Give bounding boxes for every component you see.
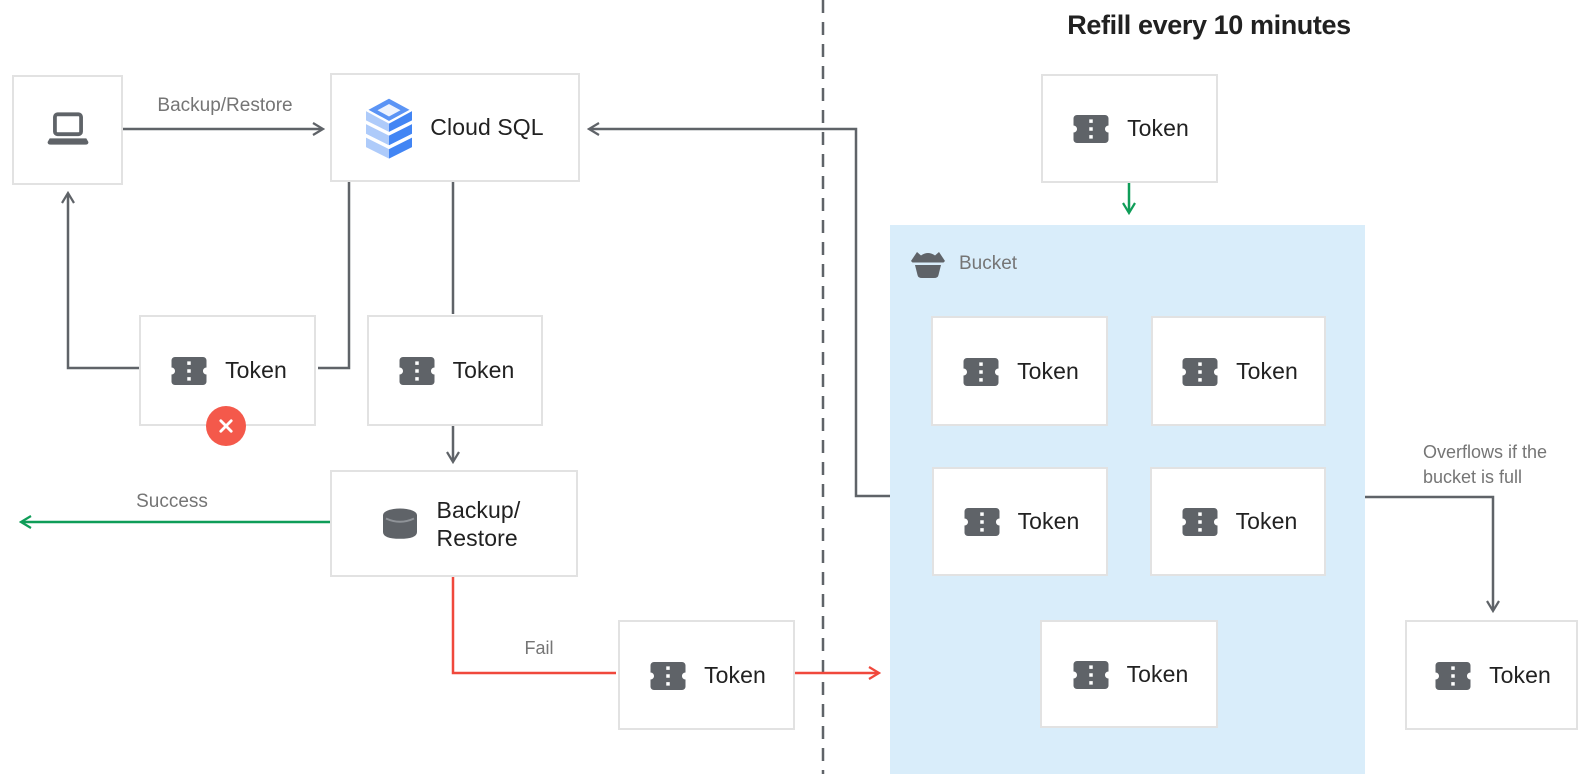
token-label: Token — [1235, 508, 1298, 534]
ticket-icon — [1073, 115, 1109, 143]
edge-label-success: Success — [136, 491, 208, 512]
ticket-icon — [964, 508, 1000, 536]
token-label: Token — [1126, 660, 1189, 687]
edge-bucket-overflow — [1365, 495, 1493, 610]
error-badge — [206, 406, 246, 446]
cloud-sql-stack-icon — [366, 96, 413, 159]
token-node-bucket-3: Token — [932, 467, 1108, 576]
token-node-rejected: Token — [139, 315, 316, 446]
backup-restore-label-line2: Restore — [436, 524, 518, 551]
database-icon — [382, 508, 417, 539]
ticket-icon — [963, 357, 999, 386]
token-node-refill: Token — [1041, 74, 1218, 183]
token-label: Token — [225, 357, 287, 383]
token-node-bucket-4: Token — [1150, 467, 1326, 576]
bucket-label: Bucket — [959, 253, 1018, 274]
token-node-overflow: Token — [1405, 620, 1578, 730]
ticket-icon — [1182, 357, 1218, 386]
cloud-sql-label: Cloud SQL — [430, 114, 544, 140]
edge-label-backup-restore: Backup/Restore — [157, 95, 293, 116]
edge-label-fail: Fail — [524, 638, 554, 658]
client-node — [12, 75, 123, 185]
token-node-bucket-5: Token — [1040, 620, 1218, 728]
backup-restore-label: Backup/ Restore — [437, 496, 529, 552]
token-node-bucket-1: Token — [931, 316, 1108, 426]
token-label: Token — [1127, 115, 1189, 141]
x-circle-icon — [219, 419, 233, 433]
token-node-bucket-2: Token — [1151, 316, 1326, 426]
token-label: Token — [1489, 661, 1551, 688]
token-label: Token — [704, 661, 766, 688]
ticket-icon — [1182, 508, 1218, 536]
ticket-icon — [171, 357, 207, 385]
ticket-icon — [1073, 660, 1109, 689]
edge-label-overflow-line1: Overflows if the — [1423, 442, 1548, 462]
token-label: Token — [1236, 357, 1298, 384]
token-node-failed: Token — [618, 620, 795, 730]
page-title: Refill every 10 minutes — [1067, 10, 1351, 40]
edge-label-overflow-line2: bucket is full — [1423, 467, 1523, 487]
bucket-header: Bucket — [910, 249, 1017, 279]
bucket-icon — [911, 252, 945, 278]
backup-restore-node: Backup/ Restore — [330, 470, 578, 577]
edge-label-overflow: Overflows if the bucket is full — [1423, 440, 1582, 490]
edge-bucket-to-cloudsql — [590, 129, 890, 498]
ticket-icon — [1435, 661, 1471, 690]
backup-restore-label-line1: Backup/ — [436, 496, 521, 523]
laptop-icon — [47, 112, 88, 145]
token-node-inflight: Token — [367, 315, 543, 426]
cloud-sql-node: Cloud SQL — [330, 73, 580, 182]
edge-rejected-token-to-client — [68, 194, 139, 370]
ticket-icon — [399, 357, 435, 385]
edge-cloudsql-to-rejected-token — [318, 182, 351, 370]
token-label: Token — [452, 357, 515, 383]
token-label: Token — [1017, 508, 1080, 534]
ticket-icon — [650, 661, 686, 690]
token-label: Token — [1017, 357, 1079, 384]
